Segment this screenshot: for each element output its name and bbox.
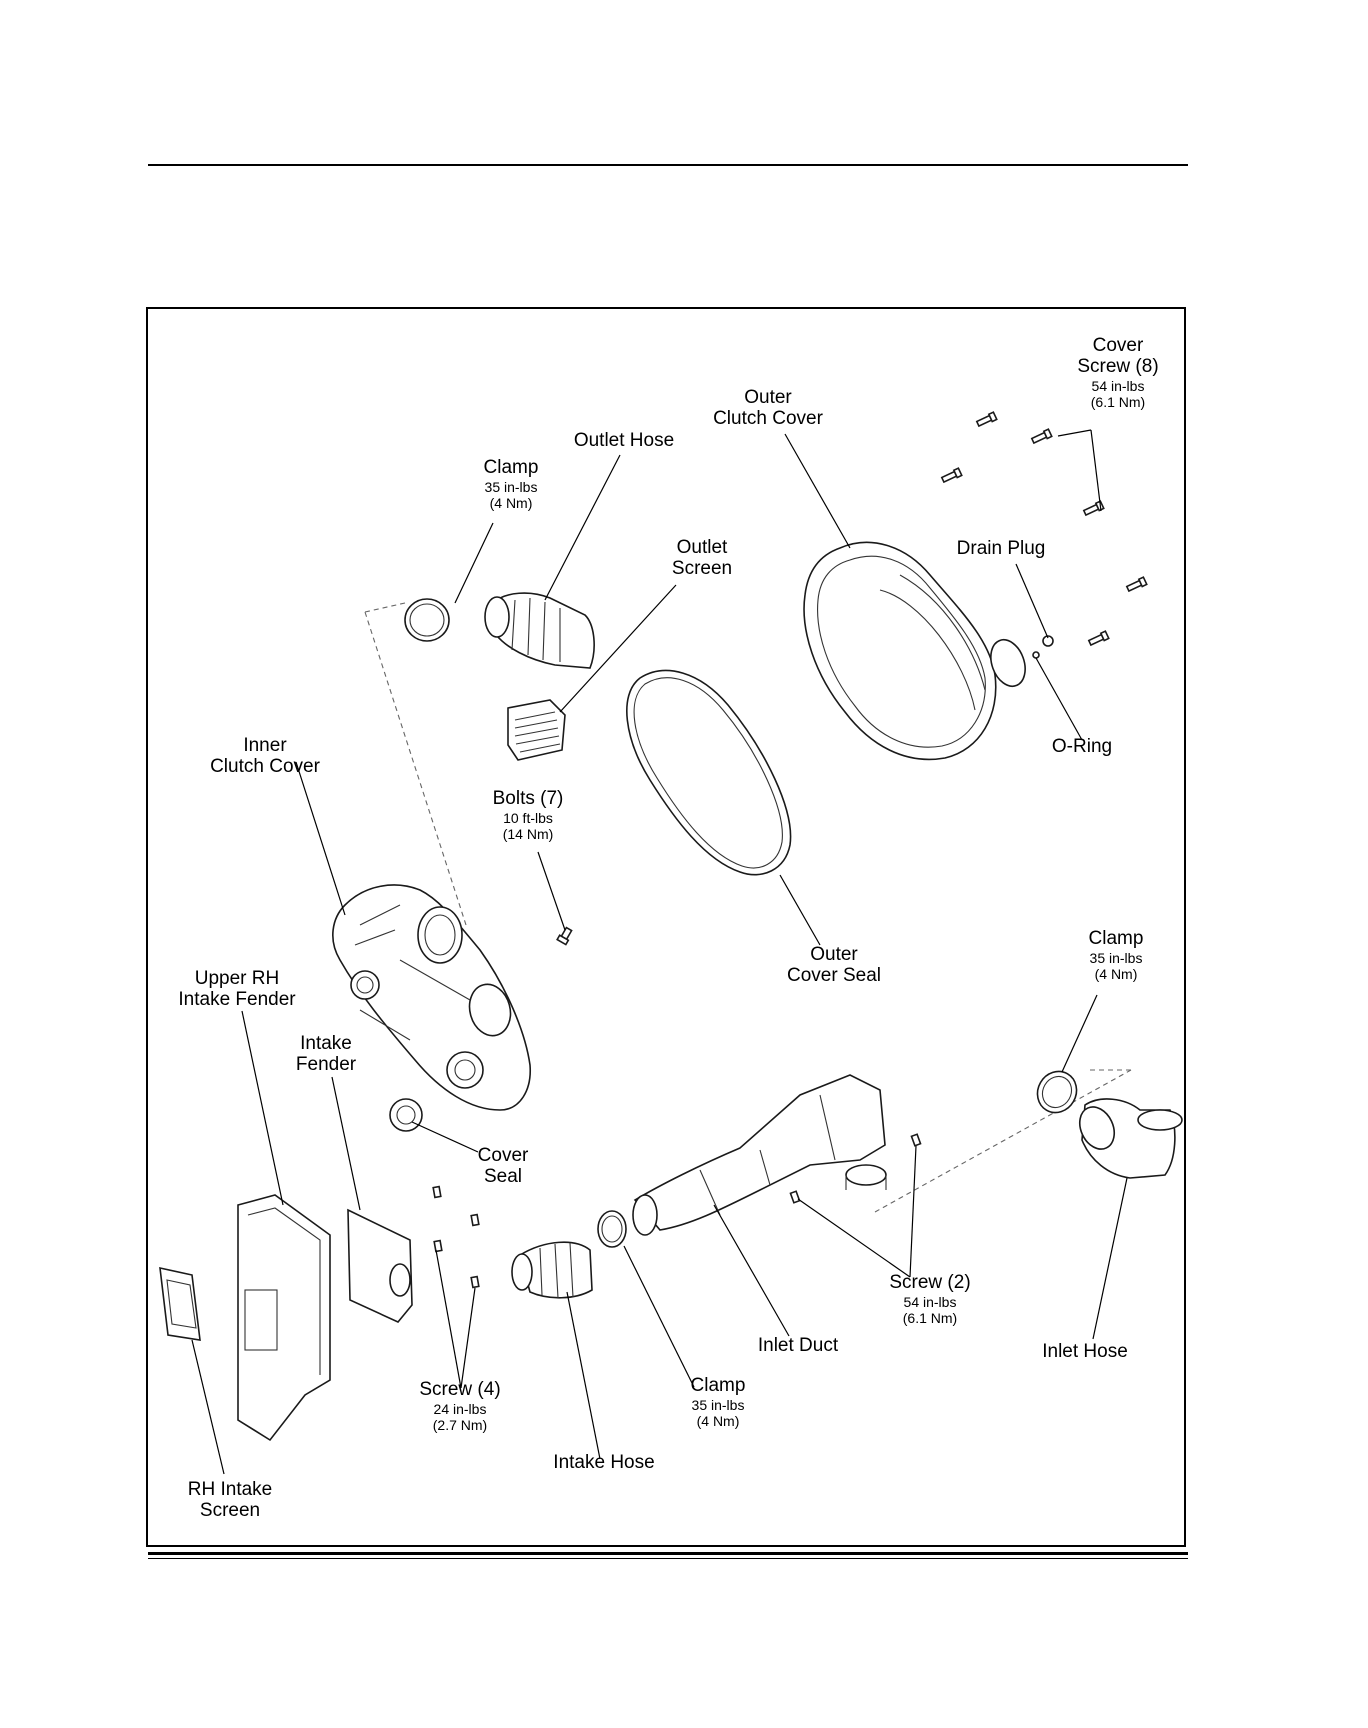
label-name: Screen	[199, 1499, 261, 1521]
label-torque: 54 in-lbs	[1091, 377, 1145, 394]
label-name: Inlet Duct	[757, 1335, 839, 1356]
label-name: Clamp	[483, 457, 539, 478]
label-name: Intake	[300, 1033, 352, 1054]
label-clamp-right: Clamp 35 in-lbs (4 Nm)	[1088, 928, 1144, 982]
bolt-part	[556, 926, 573, 946]
label-name: Outlet Hose	[573, 430, 675, 451]
outlet-screen-part	[507, 699, 566, 761]
label-torque: 35 in-lbs	[1089, 949, 1143, 966]
label-name: Cover	[1092, 335, 1144, 356]
inlet-hose-part	[1078, 1098, 1183, 1179]
label-rh-intake-screen: RH Intake Screen	[187, 1479, 273, 1522]
label-clamp-top: Clamp 35 in-lbs (4 Nm)	[483, 457, 539, 511]
label-cover-seal: Cover Seal	[477, 1145, 529, 1188]
label-name: Intake Hose	[553, 1452, 655, 1473]
label-upper-rh-intake-fender: Upper RH Intake Fender	[178, 968, 296, 1011]
label-torque: 35 in-lbs	[691, 1396, 745, 1413]
screws-4	[432, 1185, 480, 1289]
diagram-frame	[146, 307, 1186, 1547]
label-outer-clutch-cover: Outer Clutch Cover	[713, 387, 823, 430]
label-name: Inlet Hose	[1042, 1341, 1128, 1362]
label-intake-hose: Intake Hose	[553, 1452, 655, 1474]
label-inner-clutch-cover: Inner Clutch Cover	[210, 735, 320, 778]
screws-2	[789, 1133, 922, 1204]
label-torque: (2.7 Nm)	[432, 1416, 488, 1433]
label-name: Outlet	[676, 537, 728, 558]
outlet-hose-part	[484, 592, 595, 669]
inner-clutch-cover-part	[332, 884, 531, 1111]
label-inlet-hose: Inlet Hose	[1042, 1341, 1128, 1363]
label-name: Drain Plug	[956, 538, 1046, 559]
label-name: Fender	[295, 1053, 357, 1075]
label-torque: 10 ft-lbs	[503, 809, 553, 826]
label-torque: 24 in-lbs	[433, 1400, 487, 1417]
label-name: Screw (2)	[889, 1272, 971, 1293]
label-name: Cover	[477, 1145, 529, 1166]
outer-clutch-cover-part	[803, 541, 1026, 761]
label-name: Seal	[483, 1165, 523, 1187]
guide-line-lower	[874, 1069, 1132, 1213]
rh-intake-screen-part	[159, 1266, 201, 1341]
label-outlet-screen: Outlet Screen	[671, 537, 733, 580]
label-name: Screw (8)	[1077, 355, 1159, 377]
label-drain-plug: Drain Plug	[956, 538, 1046, 560]
leader-lines	[191, 429, 1128, 1475]
bottom-rule-thin	[148, 1558, 1188, 1559]
label-name: RH Intake	[187, 1479, 273, 1500]
clamp-top-part	[404, 598, 450, 642]
label-name: Outer	[744, 387, 792, 408]
label-bolts: Bolts (7) 10 ft-lbs (14 Nm)	[492, 788, 564, 842]
label-screw-4: Screw (4) 24 in-lbs (2.7 Nm)	[419, 1379, 501, 1433]
outer-cover-seal-part	[626, 669, 792, 876]
label-name: Upper RH	[194, 968, 280, 989]
label-cover-screw: Cover Screw (8) 54 in-lbs (6.1 Nm)	[1077, 335, 1159, 410]
label-name: Cover Seal	[787, 964, 881, 986]
clamp-right-part	[1036, 1070, 1078, 1114]
bottom-rule-thick	[148, 1552, 1188, 1555]
inlet-duct-part	[632, 1074, 886, 1236]
top-rule	[148, 164, 1188, 166]
label-torque: (4 Nm)	[489, 494, 533, 511]
cover-seal-part	[389, 1098, 423, 1132]
intake-fender-part	[347, 1208, 413, 1323]
label-torque: (6.1 Nm)	[902, 1309, 958, 1326]
label-torque: (14 Nm)	[502, 825, 554, 842]
label-name: Clamp	[690, 1375, 746, 1396]
label-intake-fender: Intake Fender	[295, 1033, 357, 1076]
drain-plug-part	[1042, 635, 1054, 647]
label-o-ring: O-Ring	[1051, 736, 1113, 758]
label-name: Clutch Cover	[210, 755, 320, 777]
label-name: Clutch Cover	[713, 407, 823, 429]
label-name: Clamp	[1088, 928, 1144, 949]
inlet-duct-seal-part	[845, 1164, 887, 1186]
label-torque: 35 in-lbs	[484, 478, 538, 495]
upper-rh-intake-fender-part	[237, 1194, 331, 1442]
label-torque: (6.1 Nm)	[1090, 393, 1146, 410]
label-name: Screw (4)	[419, 1379, 501, 1400]
label-name: Outer	[810, 944, 858, 965]
label-name: Screen	[671, 557, 733, 579]
o-ring-part	[1032, 651, 1040, 659]
label-name: Bolts (7)	[492, 788, 564, 809]
label-screw-2: Screw (2) 54 in-lbs (6.1 Nm)	[889, 1272, 971, 1326]
label-name: O-Ring	[1051, 736, 1113, 757]
intake-hose-part	[511, 1241, 593, 1299]
label-torque: 54 in-lbs	[903, 1293, 957, 1310]
label-outer-cover-seal: Outer Cover Seal	[787, 944, 881, 987]
label-inlet-duct: Inlet Duct	[757, 1335, 839, 1357]
label-torque: (4 Nm)	[1094, 965, 1138, 982]
cover-screws	[940, 411, 1148, 647]
label-outlet-hose: Outlet Hose	[573, 430, 675, 452]
label-torque: (4 Nm)	[696, 1412, 740, 1429]
label-name: Inner	[243, 735, 287, 756]
guide-line-upper	[364, 602, 467, 926]
label-clamp-bottom: Clamp 35 in-lbs (4 Nm)	[690, 1375, 746, 1429]
label-name: Intake Fender	[178, 988, 296, 1010]
